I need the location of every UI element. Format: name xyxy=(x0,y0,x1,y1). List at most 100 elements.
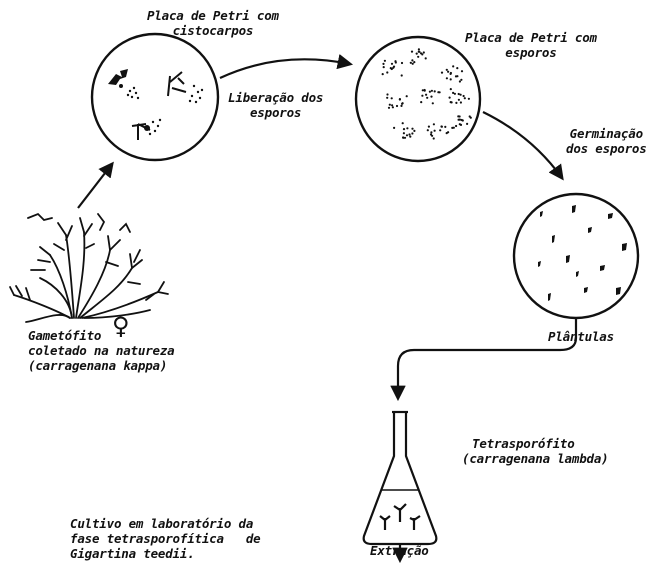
spore-dot xyxy=(461,70,463,72)
spore-dot xyxy=(418,51,420,53)
spore-dot xyxy=(418,48,420,50)
spore-dot xyxy=(411,51,413,53)
plantlet-mark xyxy=(566,255,570,263)
spore-dot xyxy=(429,91,431,93)
petri-dish-cystocarps xyxy=(92,34,218,160)
plantlet-mark xyxy=(622,243,627,251)
arrows xyxy=(78,59,576,560)
plantlet-mark xyxy=(588,227,592,233)
spore-dot xyxy=(423,51,425,53)
spore-dot xyxy=(451,101,453,103)
spore-dot xyxy=(447,71,449,73)
plantlet-marks xyxy=(538,205,627,301)
spore-dot xyxy=(460,124,462,126)
spore-dot xyxy=(396,105,398,107)
spore-dot xyxy=(402,102,404,104)
spore-dot xyxy=(395,61,397,63)
plantlet-mark xyxy=(608,213,613,219)
spore-dot xyxy=(459,115,461,117)
spore-dot xyxy=(408,133,410,135)
spore-dot xyxy=(450,72,452,74)
spore-dot xyxy=(439,129,441,131)
spore-dot xyxy=(411,128,413,130)
label-spore-release: Liberação dos esporos xyxy=(228,90,323,120)
spore-dot xyxy=(421,95,423,97)
spore-dot xyxy=(406,95,408,97)
cystocarp-thallus-2 xyxy=(168,72,203,103)
spore-dot xyxy=(452,92,454,94)
plantlet-mark xyxy=(600,265,605,271)
female-symbol-icon: ♀ xyxy=(112,314,130,338)
spore-dot xyxy=(410,62,412,64)
cystocarp-thallus-3 xyxy=(132,119,161,140)
spore-dot xyxy=(463,95,465,97)
spore-dot xyxy=(446,77,448,79)
spore-dot xyxy=(386,93,388,95)
spore-dot xyxy=(403,128,405,130)
spore-dot xyxy=(427,129,429,131)
cystocarp-thallus-1 xyxy=(108,69,139,99)
spore-dot xyxy=(425,94,427,96)
spore-dot xyxy=(428,126,430,128)
spore-dot xyxy=(430,131,432,133)
plantlet-mark xyxy=(572,205,576,213)
erlenmeyer-flask xyxy=(364,412,437,544)
spore-dot xyxy=(391,63,393,65)
spore-dot xyxy=(433,123,435,125)
spore-dot xyxy=(431,135,433,137)
label-extraction: Extração xyxy=(370,543,429,558)
spore-dot xyxy=(430,96,432,98)
spore-dot xyxy=(389,104,391,106)
spore-dot xyxy=(460,79,462,81)
plantlet-mark xyxy=(576,271,579,277)
spore-dot xyxy=(452,65,454,67)
spore-dot xyxy=(432,102,434,104)
spore-dot xyxy=(406,127,408,129)
label-spore-germination: Germinação dos esporos xyxy=(566,126,647,156)
spore-dot xyxy=(409,136,411,138)
plantlet-mark xyxy=(616,287,621,295)
spore-dot xyxy=(403,132,405,134)
spore-dot xyxy=(456,67,458,69)
spore-dot xyxy=(401,62,403,64)
spore-dot xyxy=(386,71,388,73)
spore-dot xyxy=(402,137,404,139)
spore-dot xyxy=(446,69,448,71)
caption: Cultivo em laboratório da fase tetraspor… xyxy=(70,516,260,561)
spore-dot xyxy=(393,127,395,129)
spore-dot xyxy=(464,97,466,99)
spore-dot xyxy=(458,119,460,121)
spore-dot xyxy=(431,90,433,92)
label-tetrasporophyte: Tetrasporófito (carragenana lambda) xyxy=(462,436,609,466)
petri-dish-spores xyxy=(356,37,480,161)
spore-dot xyxy=(390,67,392,69)
label-plantlets: Plântulas xyxy=(548,329,614,344)
spore-dot xyxy=(426,97,428,99)
spore-dot xyxy=(466,123,468,125)
plantlet-mark xyxy=(584,287,588,293)
spore-dot xyxy=(460,94,462,96)
label-gametophyte: Gametófito coletado na natureza (carrage… xyxy=(28,328,175,373)
spore-dot xyxy=(402,122,404,124)
spore-dot xyxy=(437,91,439,93)
arrow-germination xyxy=(483,112,562,178)
spore-dot xyxy=(441,126,443,128)
spore-dot xyxy=(382,73,384,75)
spore-dot xyxy=(458,99,460,101)
spore-dot xyxy=(450,78,452,80)
spore-dot xyxy=(468,98,470,100)
spore-dot xyxy=(413,61,415,63)
spore-dot xyxy=(433,137,435,139)
spore-dot xyxy=(391,97,393,99)
spore-dot xyxy=(434,90,436,92)
spore-dot xyxy=(384,60,386,62)
spore-dot xyxy=(399,98,401,100)
spore-dot xyxy=(434,130,436,132)
spore-dot xyxy=(413,130,415,132)
spore-dot xyxy=(460,101,462,103)
spore-dot xyxy=(412,63,414,65)
spore-dot xyxy=(459,80,461,82)
spore-dot xyxy=(462,119,464,121)
spore-dot xyxy=(386,97,388,99)
